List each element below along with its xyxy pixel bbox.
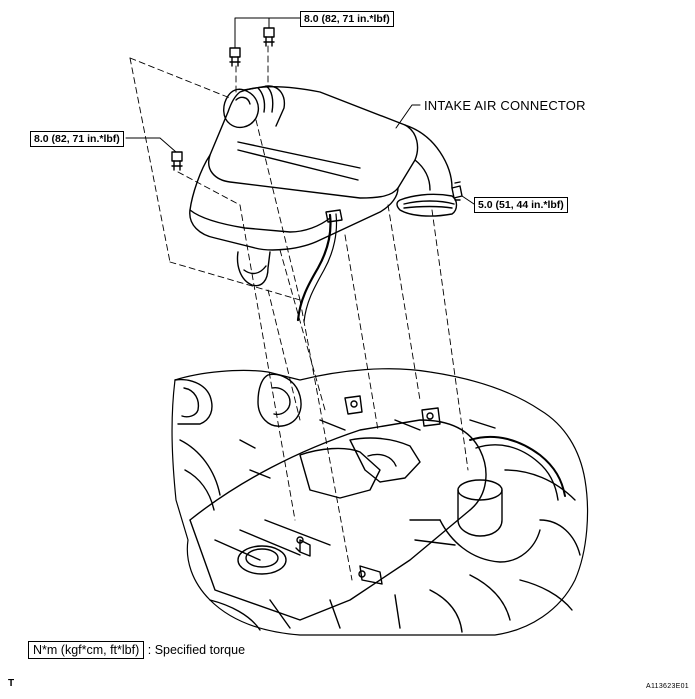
torque-legend: N*m (kgf*cm, ft*lbf) : Specified torque: [28, 641, 246, 659]
leader-left-bolt: [125, 137, 177, 153]
intake-air-connector: [189, 85, 463, 323]
leader-top-bolts: [234, 17, 301, 49]
corner-mark: T: [8, 678, 15, 689]
legend-description: : Specified torque: [147, 643, 246, 657]
figure-id: A113623E01: [646, 683, 689, 690]
leader-intake-connector: [395, 104, 421, 129]
callout-intake-air-connector: INTAKE AIR CONNECTOR: [424, 98, 586, 113]
torque-label-clamp: 5.0 (51, 44 in.*lbf): [474, 197, 568, 213]
bolt-top-left: [229, 47, 241, 67]
bolt-top-right: [263, 27, 275, 47]
engine-assembly: [171, 368, 589, 636]
legend-unit-box: N*m (kgf*cm, ft*lbf): [28, 641, 145, 659]
torque-label-left-bolt: 8.0 (82, 71 in.*lbf): [30, 131, 124, 147]
bolt-left: [171, 151, 183, 171]
leader-clamp: [461, 195, 475, 205]
torque-label-top-bolts: 8.0 (82, 71 in.*lbf): [300, 11, 394, 27]
